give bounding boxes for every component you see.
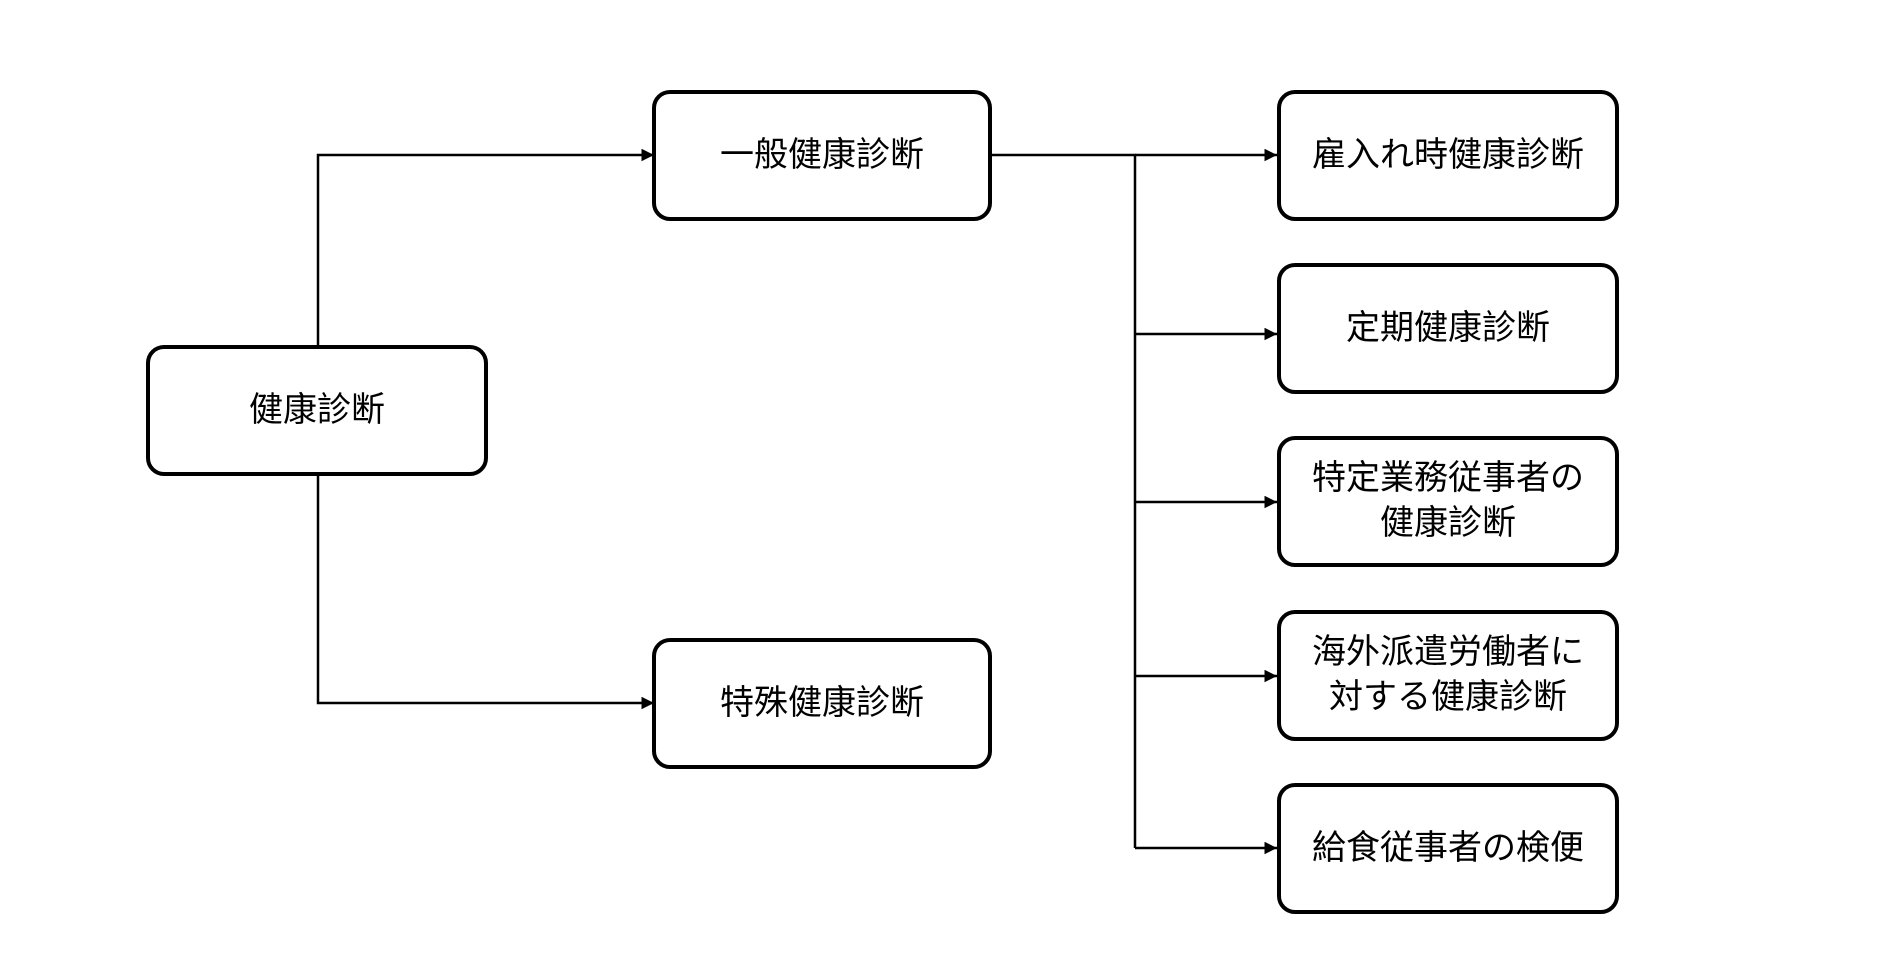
node-label-periodic-health-checkup: 定期健康診断 (1346, 308, 1550, 348)
connectors (316, 148, 1277, 855)
node-periodic-health-checkup: 定期健康診断 (1277, 263, 1619, 394)
connector-root-to-general (316, 148, 654, 347)
node-health-checkup: 健康診断 (146, 345, 488, 476)
node-label-line-2: 対する健康診断 (1329, 677, 1567, 717)
node-overseas-worker-health-checkup: 海外派遣労働者に 対する健康診断 (1277, 610, 1619, 741)
node-label-line-1: 特定業務従事者の (1312, 458, 1584, 498)
node-label-hiring-health-checkup: 雇入れ時健康診断 (1312, 135, 1584, 175)
node-hiring-health-checkup: 雇入れ時健康診断 (1277, 90, 1619, 221)
node-label-line-2: 健康診断 (1380, 503, 1516, 543)
node-label-health-checkup: 健康診断 (249, 390, 385, 430)
node-food-worker-stool-test: 給食従事者の検便 (1277, 783, 1619, 914)
connector-root-to-special (316, 474, 654, 710)
node-label-line-1: 海外派遣労働者に (1312, 632, 1584, 672)
node-special-health-checkup: 特殊健康診断 (652, 638, 992, 769)
node-specific-work-health-checkup: 特定業務従事者の 健康診断 (1277, 436, 1619, 567)
node-general-health-checkup: 一般健康診断 (652, 90, 992, 221)
node-label-general-health-checkup: 一般健康診断 (720, 135, 924, 175)
connector-general-trunk (990, 153, 1137, 848)
node-label-food-worker-stool-test: 給食従事者の検便 (1312, 828, 1584, 868)
node-label-special-health-checkup: 特殊健康診断 (720, 683, 924, 723)
